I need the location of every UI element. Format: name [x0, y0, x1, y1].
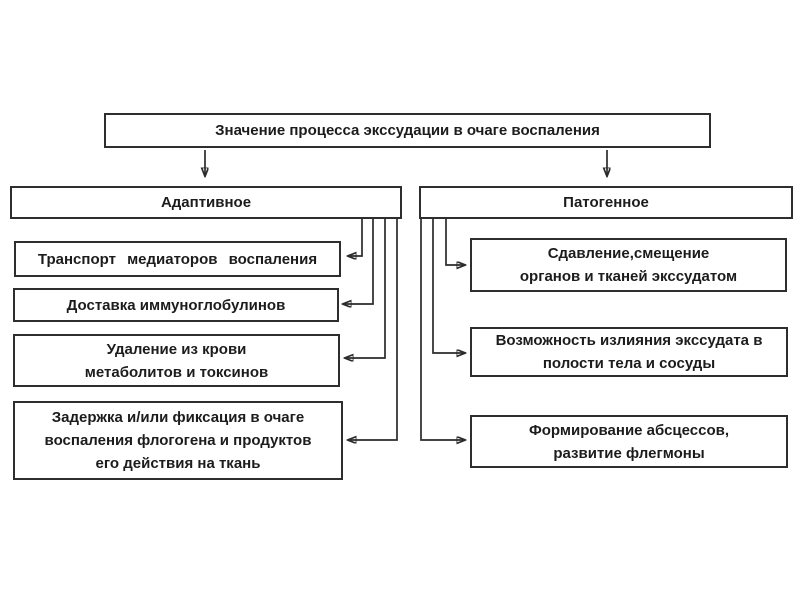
branch-header-pathogenic: Патогенное	[419, 186, 793, 219]
adaptive-item-phlogogen-fixation: Задержка и/или фиксация в очаге воспален…	[13, 401, 343, 480]
connector-adaptive-3	[345, 219, 386, 358]
pathogenic-item-abscess: Формирование абсцессов, развитие флегмон…	[470, 415, 788, 468]
adaptive-item-blood-removal: Удаление из крови метаболитов и токсинов	[13, 334, 340, 387]
connector-pathogenic-1	[445, 219, 465, 265]
adaptive-item-mediator-transport: Транспорт медиаторов воспаления	[14, 241, 341, 277]
connector-adaptive-2	[343, 219, 374, 304]
connector-adaptive-1	[348, 219, 363, 256]
title-box: Значение процесса экссудации в очаге вос…	[104, 113, 711, 148]
pathogenic-item-compression: Сдавление,смещение органов и тканей эксс…	[470, 238, 787, 292]
connector-pathogenic-2	[432, 219, 465, 353]
pathogenic-item-effusion: Возможность излияния экссудата в полости…	[470, 327, 788, 377]
adaptive-item-immunoglobulin-delivery: Доставка иммуноглобулинов	[13, 288, 339, 322]
connector-pathogenic-3	[420, 219, 465, 440]
connector-adaptive-4	[348, 219, 398, 440]
branch-header-adaptive: Адаптивное	[10, 186, 402, 219]
